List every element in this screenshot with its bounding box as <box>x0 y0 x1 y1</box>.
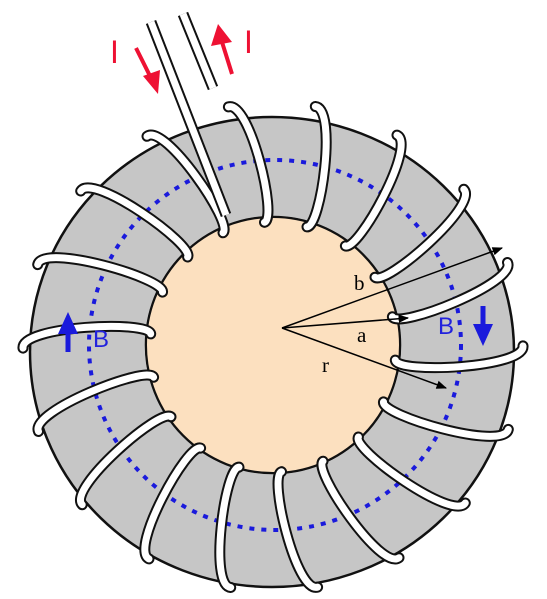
radius-r-arrow <box>281 327 447 389</box>
field-right-label: B <box>438 313 454 340</box>
winding-loop-fill <box>77 412 175 509</box>
winding-loop-fill <box>224 103 272 226</box>
radius-arrows <box>281 247 503 389</box>
winding-loop-fill <box>391 342 527 372</box>
current-out-label: I <box>244 24 253 60</box>
radius-a-label: a <box>357 323 367 347</box>
arrow-down-icon <box>473 306 493 346</box>
winding-loop-fill <box>371 185 469 282</box>
winding-loop-fill <box>77 184 192 261</box>
winding-loop-fill <box>143 131 228 237</box>
radius-a-arrow <box>281 314 410 329</box>
lead-wires <box>145 11 232 217</box>
field-line-circle <box>87 158 463 532</box>
field-left-label: B <box>93 326 109 353</box>
current-in-label: I <box>110 34 119 70</box>
winding-loop-fill <box>318 457 403 563</box>
winding-loop-fill <box>380 398 512 440</box>
winding-loop-fill <box>34 371 158 435</box>
winding-loop-fill <box>274 468 322 591</box>
radius-b-arrow <box>281 247 503 329</box>
arrow-up-right-icon <box>211 24 234 75</box>
winding-loop-fill <box>19 322 155 352</box>
radius-b-label: b <box>354 271 365 295</box>
winding-loop-fill <box>354 433 469 510</box>
winding-loop-fill <box>341 131 405 250</box>
winding-loop-fill <box>141 444 205 563</box>
winding-coils <box>17 101 529 593</box>
arrow-down-right-icon <box>134 47 160 94</box>
arrow-up-icon <box>58 312 78 352</box>
radius-r-label: r <box>322 353 329 377</box>
winding-loop-fill <box>216 463 243 591</box>
winding-loop-fill <box>34 254 166 296</box>
toroid-interior <box>145 216 401 474</box>
winding-loop-fill <box>303 103 330 231</box>
